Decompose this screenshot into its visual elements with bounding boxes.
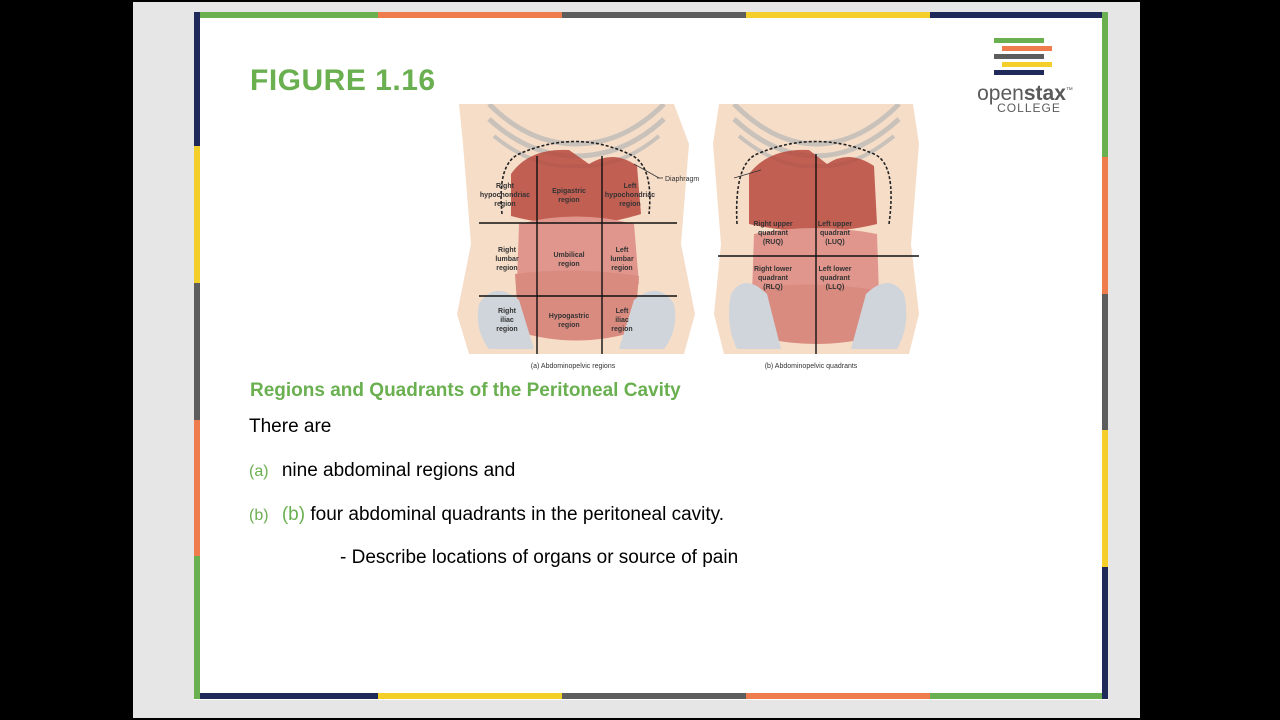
border-right-gray	[1102, 294, 1108, 430]
border-bottom-green	[930, 693, 1108, 699]
border-right-orange	[1102, 157, 1108, 294]
border-top-green	[194, 12, 378, 18]
border-left-yellow	[194, 146, 200, 283]
border-left-gray	[194, 283, 200, 420]
border-bottom-navy	[194, 693, 378, 699]
border-bottom-orange	[746, 693, 930, 699]
border-top-gray	[562, 12, 746, 18]
logo-brand-light: open	[977, 82, 1024, 105]
panel-b-body	[713, 102, 919, 354]
diaphragm-label: Diaphragm	[665, 176, 699, 183]
border-top-orange	[378, 12, 562, 18]
border-top-yellow	[746, 12, 930, 18]
border-right-green	[1102, 12, 1108, 157]
list-item: (b) (b) four abdominal quadrants in the …	[249, 504, 724, 526]
sub-item-text: - Describe locations of organs or source…	[340, 547, 739, 568]
openstax-logo: openstax™ COLLEGE	[970, 36, 1080, 116]
border-left-orange	[194, 420, 200, 556]
list-item: (a) nine abdominal regions and	[249, 460, 515, 482]
panel-a-body	[457, 102, 695, 354]
border-left-navy	[194, 12, 200, 146]
border-top-navy	[930, 12, 1108, 18]
border-right-yellow	[1102, 430, 1108, 567]
border-left-green	[194, 556, 200, 699]
slide-title: FIGURE 1.16	[250, 64, 436, 97]
list-marker: (a)	[249, 463, 269, 480]
inline-marker: (b)	[281, 504, 306, 525]
openstax-stripes-icon	[994, 38, 1052, 75]
logo-wordmark: openstax™	[970, 80, 1080, 105]
border-bottom-yellow	[378, 693, 562, 699]
list-marker: (b)	[249, 507, 269, 524]
intro-text: There are	[249, 416, 332, 437]
list-item-text: four abdominal quadrants in the peritone…	[310, 504, 725, 525]
logo-subtitle: COLLEGE	[997, 101, 1061, 115]
panel-b-caption: (b) Abdominopelvic quadrants	[765, 363, 858, 370]
section-heading: Regions and Quadrants of the Peritoneal …	[250, 380, 681, 401]
panel-a-caption: (a) Abdominopelvic regions	[531, 363, 616, 370]
logo-trademark: ™	[1065, 87, 1073, 94]
slide: FIGURE 1.16 openstax™ COLLEGE	[194, 12, 1108, 700]
border-right-navy	[1102, 567, 1108, 699]
border-bottom-gray	[562, 693, 746, 699]
logo-brand-bold: stax	[1023, 82, 1066, 105]
list-item-text: nine abdominal regions and	[281, 460, 516, 481]
